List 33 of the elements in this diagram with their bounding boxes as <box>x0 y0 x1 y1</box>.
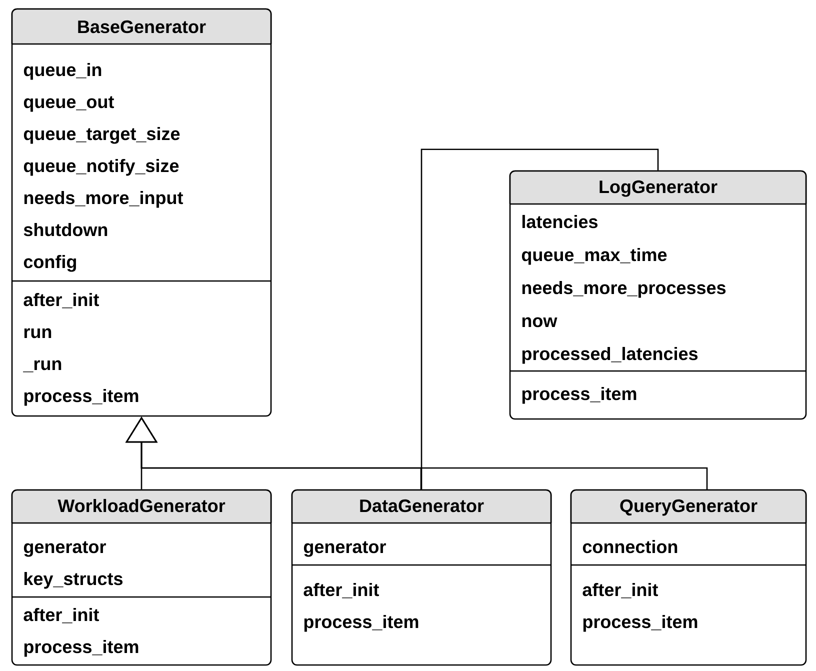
connector <box>420 148 659 490</box>
method-text: process_item <box>304 614 418 632</box>
method-text: run <box>24 328 52 338</box>
attribute-text: processed_latencies <box>522 346 698 364</box>
attribute-text: queue_max_time <box>522 248 667 265</box>
attribute-text: latencies <box>522 214 598 228</box>
attribute-text: queue_in <box>24 62 102 80</box>
method-text: after_init <box>304 582 379 598</box>
header-band: WorkloadGenerator <box>11 489 272 523</box>
method-text: process_item <box>24 388 138 406</box>
attribute-text: now <box>522 317 558 328</box>
attribute-text: generator <box>24 541 106 557</box>
attribute-text: queue_notify_size <box>24 158 179 176</box>
attribute-text: shutdown <box>24 222 108 236</box>
attribute-text: needs_more_input <box>24 190 184 208</box>
attribute-text: generator <box>304 541 386 557</box>
attribute-text: key_structs <box>24 572 122 589</box>
attribute-text: needs_more_processes <box>522 280 726 298</box>
method-text: after_init <box>582 582 658 598</box>
header-band: QueryGenerator <box>570 489 807 523</box>
method-text: after_init <box>24 292 99 308</box>
header-band: BaseGenerator <box>11 8 272 44</box>
method-text: process_item <box>583 614 698 632</box>
header-band: LogGenerator <box>509 170 807 204</box>
header-band: DataGenerator <box>291 489 552 523</box>
method-text: after_init <box>24 608 99 624</box>
attribute-text: connection <box>582 540 678 554</box>
method-text: process_item <box>522 386 636 404</box>
method-text: process_item <box>24 640 138 657</box>
method-text: _run <box>23 360 62 372</box>
attribute-text: config <box>24 254 76 272</box>
attribute-text: queue_target_size <box>24 126 180 144</box>
attribute-text: queue_out <box>24 96 114 112</box>
